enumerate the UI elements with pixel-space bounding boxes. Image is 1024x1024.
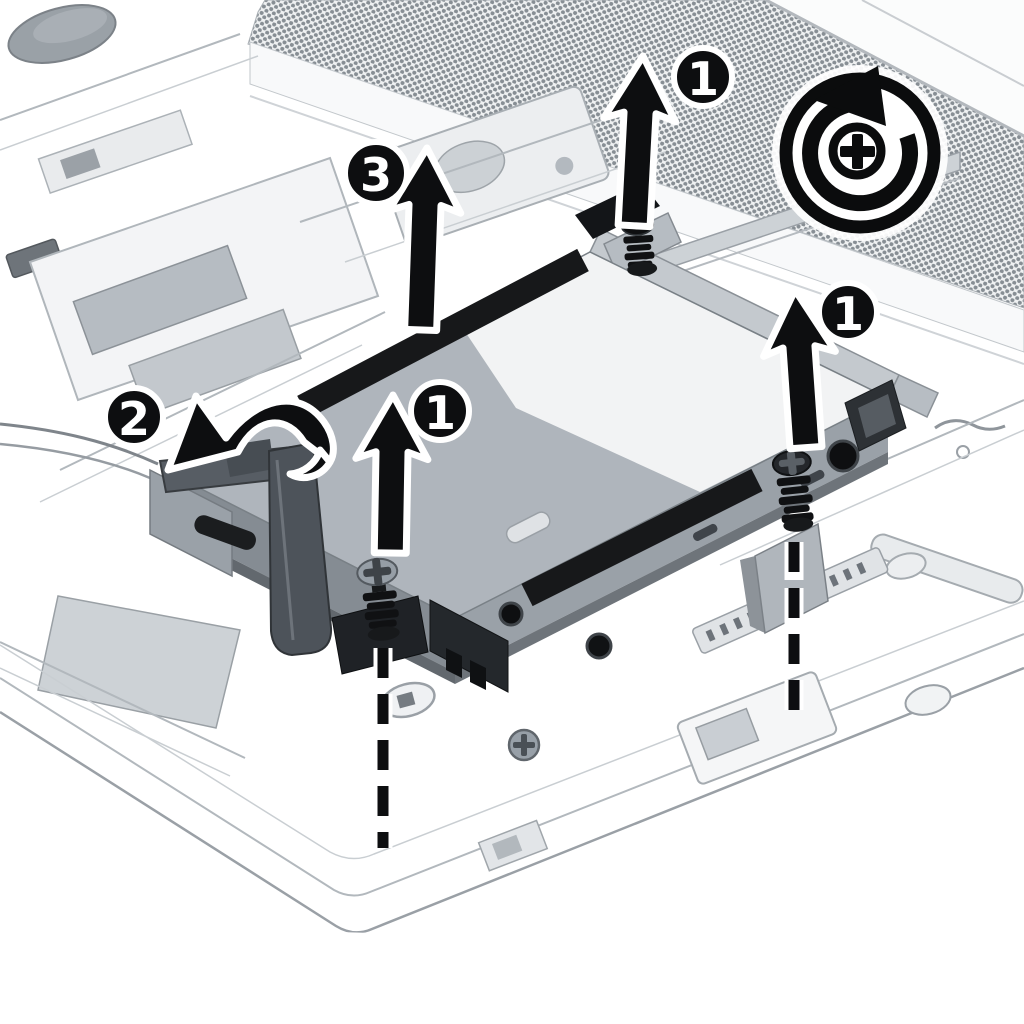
up-arrow-assembly: [385, 144, 465, 334]
badge-label: 1: [424, 386, 456, 440]
corner-cage-inner: [858, 394, 896, 438]
up-arrow-right-screw: [760, 286, 839, 453]
cable: [0, 422, 159, 466]
chassis-bottom-edge: [0, 600, 1024, 1024]
bracket-screw-head: [498, 601, 524, 627]
hdd-assembly: [149, 183, 939, 762]
bracket-screw-head: [585, 632, 613, 660]
up-arrow-rear-screw: [600, 52, 680, 231]
badge-step-2: 2: [102, 385, 166, 449]
curved-lift-arrow: [164, 392, 337, 474]
speaker-cutout: [7, 4, 117, 64]
bracket-tooth: [470, 660, 486, 690]
screw-hole: [904, 684, 952, 716]
cable: [0, 442, 151, 480]
badge-step-1-right: 1: [816, 280, 880, 344]
badge-step-1-center: 1: [408, 379, 472, 443]
antenna-cable: [934, 419, 1006, 431]
unscrew-counterclockwise-icon: [772, 65, 948, 241]
bracket-screw-head: [826, 439, 860, 473]
memory-module: [72, 244, 248, 356]
badge-label: 3: [360, 148, 392, 202]
rubber-rail-front: [521, 468, 763, 607]
lever-base-bracket: [149, 468, 233, 578]
badge-step-1-rear: 1: [671, 45, 735, 109]
release-lever: [149, 439, 333, 657]
right-ear-side: [740, 556, 765, 633]
badge-label: 1: [687, 52, 719, 106]
rubber-rail-rear: [297, 248, 589, 419]
finger-notch: [505, 511, 551, 544]
hdd-label-area: [458, 252, 888, 492]
bracket-arm: [870, 533, 1024, 604]
callout-badges: 1 1 1 2 3: [102, 45, 880, 449]
captive-screw-left: [356, 557, 400, 641]
bracket: [37, 109, 193, 195]
curved-arrow-tail-curl: [286, 446, 334, 481]
screw-boss: [380, 681, 436, 719]
up-arrow-center: [352, 391, 432, 557]
badge-label: 2: [118, 392, 150, 446]
front-corner-bracket: [429, 599, 509, 693]
badge-step-3: 3: [342, 139, 410, 207]
lever-blade: [267, 441, 333, 657]
counterclockwise-arrow: [802, 96, 919, 212]
callout-arrows: [164, 52, 839, 557]
captive-screw-right: [771, 449, 814, 532]
screw-hole: [956, 445, 970, 459]
hdd-front-right-lip: [455, 452, 888, 684]
alignment-guides: [373, 542, 804, 848]
mount-clip: [477, 819, 549, 872]
badge-label: 1: [832, 287, 864, 341]
caddy-rear-ear: [887, 374, 939, 419]
lever-pin: [194, 515, 256, 550]
bay-wall: [0, 595, 246, 777]
bracket-slot: [692, 523, 718, 541]
bracket-tooth: [446, 648, 462, 678]
counterclockwise-arrowhead: [814, 66, 886, 126]
